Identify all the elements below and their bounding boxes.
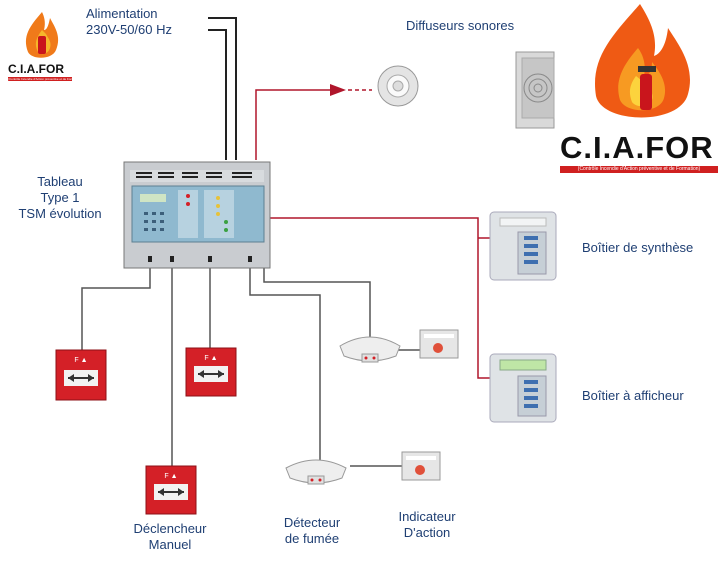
svg-text:F ▲: F ▲: [74, 357, 87, 364]
action-indicator-label-line1: Indicateur: [398, 509, 456, 524]
svg-text:F ▲: F ▲: [204, 355, 217, 362]
action-indicator-icon: [401, 451, 441, 481]
sirens-label: Diffuseurs sonores: [406, 18, 515, 33]
power-wires: [208, 17, 237, 160]
action-indicator-label-line2: D'action: [403, 525, 451, 540]
smoke-detector-icon: [339, 336, 401, 363]
manual-trigger-label: Déclencheur Manuel: [114, 521, 226, 553]
manual-call-point-icon: F ▲: [145, 465, 197, 515]
action-indicator-icon: [419, 329, 459, 359]
flame-extinguisher-logo: [595, 4, 690, 118]
device-wires: [81, 268, 420, 470]
brand-name-small: C.I.A.FOR: [8, 62, 64, 76]
smoke-detector-label: Détecteur de fumée: [258, 515, 366, 547]
panel-label-line3: TSM évolution: [18, 206, 102, 221]
display-box-icon: [489, 353, 557, 423]
panel-label: Tableau Type 1 TSM évolution: [4, 174, 116, 222]
display-box-label: Boîtier à afficheur: [582, 388, 684, 403]
smoke-detector-label-line1: Détecteur: [283, 515, 341, 530]
smoke-detector-label-line2: de fumée: [284, 531, 340, 546]
smoke-detector-icon: [285, 459, 347, 485]
power-label: Alimentation 230V-50/60 Hz: [86, 6, 172, 38]
siren-wire: [255, 84, 372, 160]
manual-trigger-label-line1: Déclencheur: [133, 521, 207, 536]
svg-text:F ▲: F ▲: [164, 473, 177, 480]
manual-call-point-icon: F ▲: [185, 347, 237, 397]
siren-icon: [377, 65, 419, 107]
manual-trigger-label-line2: Manuel: [148, 537, 192, 552]
fire-panel-icon: [123, 161, 271, 269]
summary-box-icon: [489, 211, 557, 281]
flame-extinguisher-logo: [25, 12, 59, 58]
panel-label-line1: Tableau: [37, 174, 83, 189]
panel-label-line2: Type 1: [40, 190, 80, 205]
brand-tagline-small: (Contrôle Incendie d'Action préventive e…: [8, 77, 72, 81]
loudspeaker-icon: [515, 51, 555, 129]
repeater-wire: [270, 217, 490, 379]
summary-box-label: Boîtier de synthèse: [582, 240, 694, 255]
brand-tagline-large: (Contrôle Incendie d'Action préventive e…: [560, 166, 718, 173]
manual-call-point-icon: F ▲: [55, 349, 107, 401]
power-label-line2: 230V-50/60 Hz: [86, 22, 173, 37]
brand-name-large: C.I.A.FOR: [560, 130, 714, 165]
power-label-line1: Alimentation: [86, 6, 158, 21]
action-indicator-label: Indicateur D'action: [374, 509, 480, 541]
